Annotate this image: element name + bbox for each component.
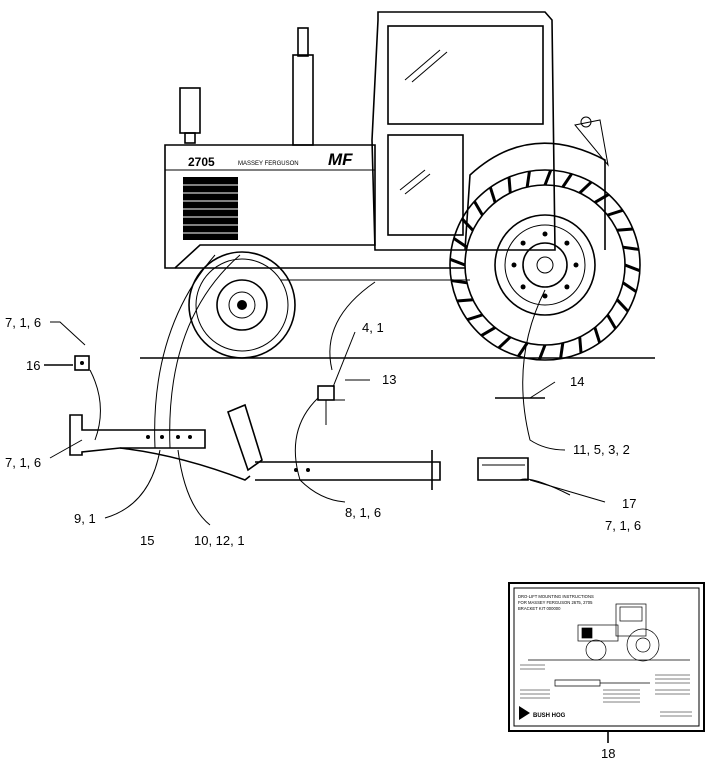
routing-lines (89, 254, 571, 526)
tire-lug (622, 245, 639, 251)
tire-lug (507, 176, 512, 194)
tire-lug (578, 336, 583, 354)
wheel-bolt (542, 231, 548, 237)
tire-lug (517, 342, 529, 358)
tire-lug (460, 217, 475, 232)
front-bracket (69, 414, 206, 456)
tire-lug (624, 263, 641, 273)
rear-fender (464, 142, 606, 251)
tire-lug (606, 314, 617, 330)
tire-lug (607, 208, 624, 217)
callout-13: 13 (382, 372, 396, 387)
callout-8-1-6: 8, 1, 6 (345, 505, 381, 520)
tire-lug (452, 237, 468, 249)
air-intake (179, 87, 201, 134)
tire-lug (622, 281, 638, 293)
callout-7-1-6-right: 7, 1, 6 (605, 518, 641, 533)
tire-lug (456, 298, 474, 303)
tire-lug (525, 171, 531, 188)
callout-14: 14 (570, 374, 584, 389)
tire-lug (497, 335, 512, 350)
tire-lug (480, 326, 496, 337)
tire-lug (561, 172, 573, 188)
tire-lug (473, 200, 484, 216)
callout-7-1-6-top: 7, 1, 6 (5, 315, 41, 330)
instruction-sheet: DRO-LIFT MOUNTING INSTRUCTIONS FOR MASSE… (508, 582, 705, 732)
callout-7-1-6-left: 7, 1, 6 (5, 455, 41, 470)
sheet-brand: BUSH HOG (533, 713, 566, 719)
callout-11-5-3-2: 11, 5, 3, 2 (573, 442, 630, 457)
sheet-title-2: FOR MASSEY FERGUSON 2675, 2705 (518, 600, 593, 605)
front-wheel (188, 251, 296, 359)
callout-9-1: 9, 1 (74, 511, 96, 526)
mount-bracket-assembly (69, 355, 545, 490)
callout-15: 15 (140, 533, 154, 548)
bracket-13 (317, 385, 335, 401)
tire-lug (559, 342, 565, 359)
sheet-title-3: BRACKET KIT 000000 (518, 606, 561, 611)
wheel-bolt (564, 240, 570, 246)
model-number-label: 2705 (188, 155, 215, 169)
tire-lug (451, 279, 468, 285)
hood (164, 144, 376, 269)
exhaust-stack (292, 54, 314, 146)
callout-10-12-1: 10, 12, 1 (194, 533, 245, 548)
brand-label: MASSEY FERGUSON (238, 161, 299, 167)
wheel-bolt (520, 284, 526, 290)
pivot-post (226, 403, 263, 472)
wheel-bolt (573, 262, 579, 268)
tire-lug (449, 257, 466, 267)
wheel-bolt (542, 293, 548, 299)
tire-lug (466, 313, 483, 322)
callout-17: 17 (622, 496, 636, 511)
rear-wheel (449, 169, 641, 361)
tire-lug (578, 180, 593, 195)
wheel-bolt (520, 240, 526, 246)
main-arm (255, 461, 441, 481)
tractor: 2705 MASSEY FERGUSON MF (164, 11, 641, 361)
leader-lines (44, 321, 606, 503)
callout-4-1: 4, 1 (362, 320, 384, 335)
callout-16: 16 (26, 358, 40, 373)
tire-lug (594, 193, 610, 204)
tire-lug (615, 298, 630, 313)
tire-lug (593, 327, 602, 344)
rear-bracket (477, 457, 529, 481)
cab-window-lower (387, 134, 464, 236)
cab-window-upper (387, 25, 544, 125)
tire-lug (488, 186, 497, 203)
sheet-title-1: DRO-LIFT MOUNTING INSTRUCTIONS (518, 594, 594, 599)
wheel-bolt (511, 262, 517, 268)
mf-logo: MF (328, 150, 353, 169)
callout-18: 18 (601, 746, 615, 761)
tire-lug (543, 169, 553, 186)
tire-lug (616, 227, 634, 232)
small-bracket-16 (74, 355, 90, 371)
wheel-bolt (564, 284, 570, 290)
tire-lug (537, 344, 547, 361)
